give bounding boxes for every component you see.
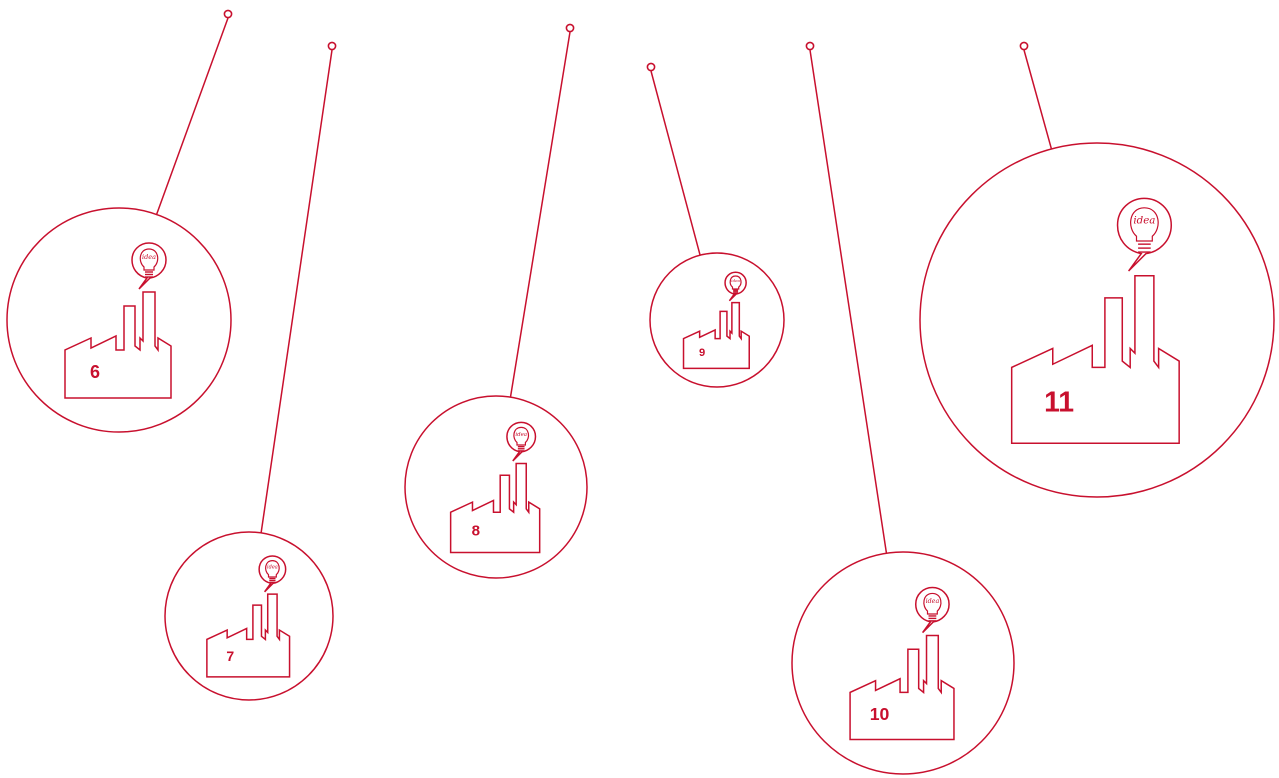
node-circle [792, 552, 1014, 774]
hanging-string [651, 71, 700, 255]
pin-icon [224, 10, 231, 17]
pin-icon [328, 42, 335, 49]
hanging-string [261, 50, 332, 533]
hanging-string [510, 32, 570, 397]
node-circle [650, 253, 784, 387]
factory-number: 9 [699, 347, 705, 359]
bulb-idea-text: idea [926, 597, 940, 605]
bulb-idea-text: idea [515, 432, 527, 438]
hanging-string [810, 50, 886, 553]
pin-icon [806, 42, 813, 49]
factory-node-11: idea 11 [920, 42, 1274, 497]
factory-node-9: idea 9 [647, 63, 784, 387]
pin-icon [566, 24, 573, 31]
bulb-idea-text: idea [1133, 215, 1155, 227]
factory-number: 10 [870, 704, 890, 724]
hanging-string [1024, 50, 1051, 149]
bulb-idea-text: idea [267, 564, 278, 570]
node-circle [405, 396, 587, 578]
pin-icon [1020, 42, 1027, 49]
bulb-idea-text: idea [731, 278, 740, 283]
hanging-string [157, 18, 228, 214]
factory-number: 11 [1044, 387, 1074, 419]
factory-number: 6 [90, 362, 100, 382]
node-circle [165, 532, 333, 700]
pin-icon [647, 63, 654, 70]
factory-number: 8 [472, 523, 480, 540]
factory-number: 7 [226, 648, 234, 664]
diagram-nodes: idea 6 idea 7 idea 8 idea 9 idea 10 idea 11 [7, 10, 1274, 774]
factory-node-8: idea 8 [405, 24, 587, 578]
factory-node-6: idea 6 [7, 10, 232, 432]
bulb-idea-text: idea [142, 253, 156, 261]
